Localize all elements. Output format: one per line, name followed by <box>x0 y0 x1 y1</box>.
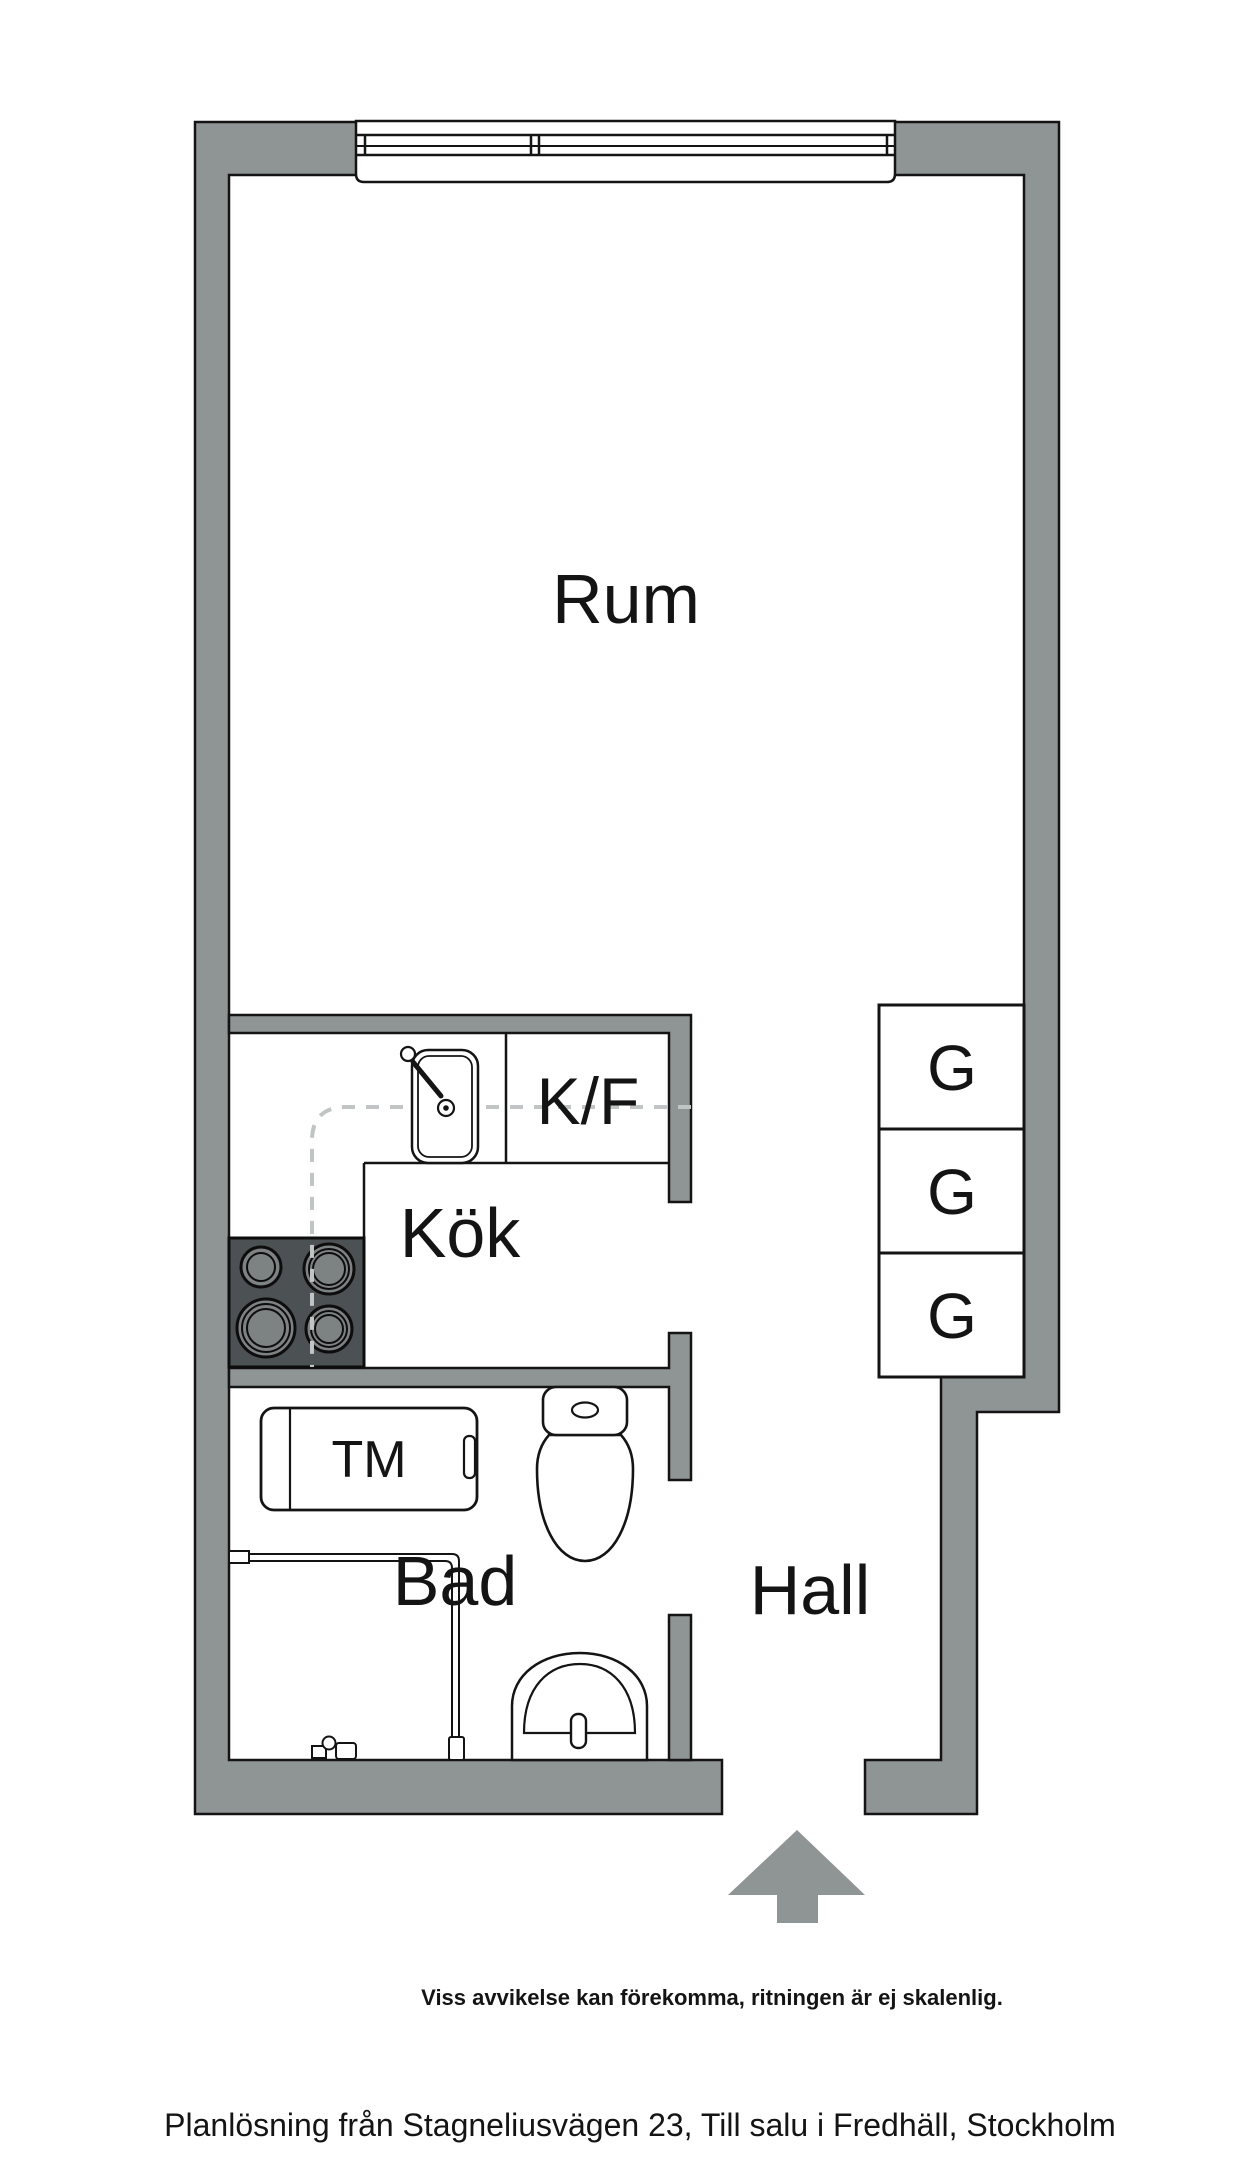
sink-drain-dot <box>443 1105 449 1111</box>
shower-handle <box>448 1736 465 1761</box>
faucet-handle <box>410 1059 444 1099</box>
outer-wall <box>193 120 1061 1816</box>
burner-bottom-left <box>235 1297 297 1359</box>
room-label-bad: Bad <box>393 1542 518 1620</box>
toilet-stub-wall <box>667 1613 693 1762</box>
closet-label-g3: G <box>927 1280 977 1352</box>
washbasin-icon <box>510 1651 649 1762</box>
kitchen-sink-icon <box>399 1045 480 1165</box>
room-label-kok: Kök <box>400 1194 522 1272</box>
window-frame <box>354 119 897 184</box>
toilet-icon <box>535 1385 635 1563</box>
room-label-hall: Hall <box>750 1551 871 1629</box>
footer-text: Planlösning från Stagneliusvägen 23, Til… <box>164 2107 1116 2143</box>
washing-machine-icon <box>259 1406 479 1512</box>
kitchen-bad-wall <box>227 1331 693 1482</box>
shower-hinge <box>228 1550 250 1564</box>
label-tm: TM <box>331 1431 406 1489</box>
entrance-arrow-icon <box>728 1830 865 1923</box>
window <box>354 119 897 184</box>
washing-machine-handle <box>462 1434 477 1480</box>
closet-box-2 <box>877 1127 1026 1255</box>
basin-tap <box>569 1712 588 1750</box>
toilet-bowl <box>535 1433 635 1563</box>
room-label-rum: Rum <box>552 560 700 638</box>
closet-label-g2: G <box>927 1156 977 1228</box>
burner-top-right <box>302 1242 356 1296</box>
faucet-knob <box>399 1045 417 1063</box>
shower-partition-icon <box>228 1550 465 1761</box>
closet-label-g1: G <box>927 1032 977 1104</box>
stove-icon <box>227 1236 366 1369</box>
shower-mixer-icon <box>311 1735 357 1760</box>
burner-top-left <box>239 1245 283 1289</box>
kitchen-wall-top <box>227 1013 693 1204</box>
burner-bottom-right <box>304 1304 354 1354</box>
toilet-button <box>570 1401 600 1419</box>
disclaimer-text: Viss avvikelse kan förekomma, ritningen … <box>421 1985 1003 2010</box>
dashed-cabinet-line <box>310 1105 691 1367</box>
closet-box-3 <box>877 1251 1026 1379</box>
room-label-kf: K/F <box>537 1064 640 1138</box>
